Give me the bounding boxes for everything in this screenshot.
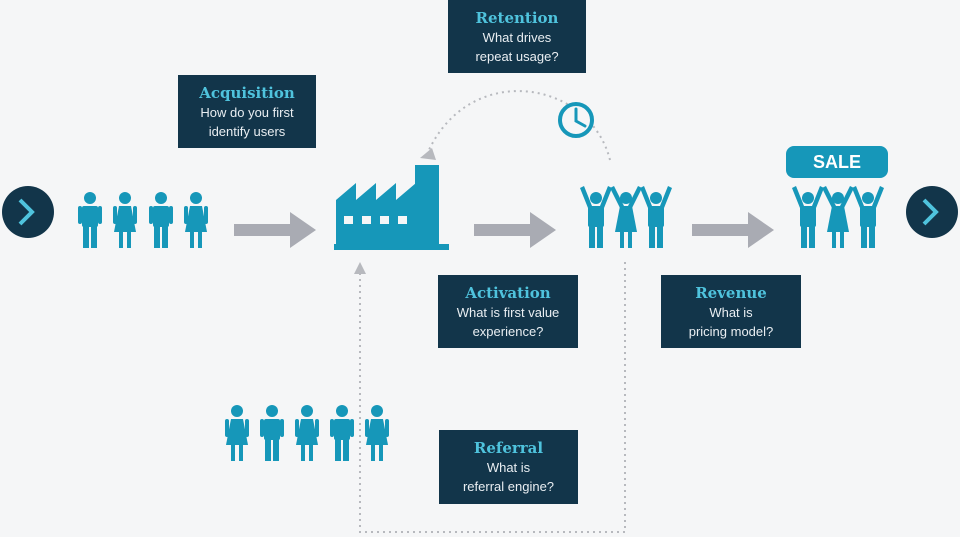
referral-people-icon <box>225 405 389 461</box>
referral-loop-arrowhead <box>354 262 366 274</box>
flow-arrow-3 <box>692 212 774 248</box>
sale-label: SALE <box>813 152 861 172</box>
referral-desc: What is referral engine? <box>462 460 555 494</box>
prospects-icon <box>78 192 208 248</box>
start-chevron-icon <box>2 186 54 238</box>
flow-arrow-1 <box>234 212 316 248</box>
acquisition-box: Acquisition How do you first identify us… <box>178 75 316 148</box>
revenue-title: Revenue <box>695 283 767 302</box>
referral-box: Referral What is referral engine? <box>439 430 578 504</box>
sale-sign <box>786 146 888 178</box>
flow-arrow-2 <box>474 212 556 248</box>
revenue-box: Revenue What is pricing model? <box>661 275 801 348</box>
referral-loop-line <box>359 262 626 533</box>
clock-icon <box>558 102 594 138</box>
acquisition-title: Acquisition <box>199 83 295 102</box>
customers-icon <box>792 186 884 248</box>
active-users-icon <box>580 186 672 248</box>
end-chevron-icon <box>906 186 958 238</box>
retention-loop-line <box>427 90 611 161</box>
retention-title: Retention <box>475 8 559 27</box>
activation-box: Activation What is first value experienc… <box>438 275 578 348</box>
factory-icon <box>334 165 449 250</box>
retention-loop-arrowhead <box>420 148 436 160</box>
acquisition-desc: How do you first identify users <box>200 104 294 139</box>
retention-box: Retention What drives repeat usage? <box>448 0 586 73</box>
activation-desc: What is first value experience? <box>456 304 560 339</box>
revenue-desc: What is pricing model? <box>688 304 774 339</box>
referral-title: Referral <box>473 439 544 457</box>
retention-desc: What drives repeat usage? <box>475 29 559 64</box>
activation-title: Activation <box>465 283 551 302</box>
